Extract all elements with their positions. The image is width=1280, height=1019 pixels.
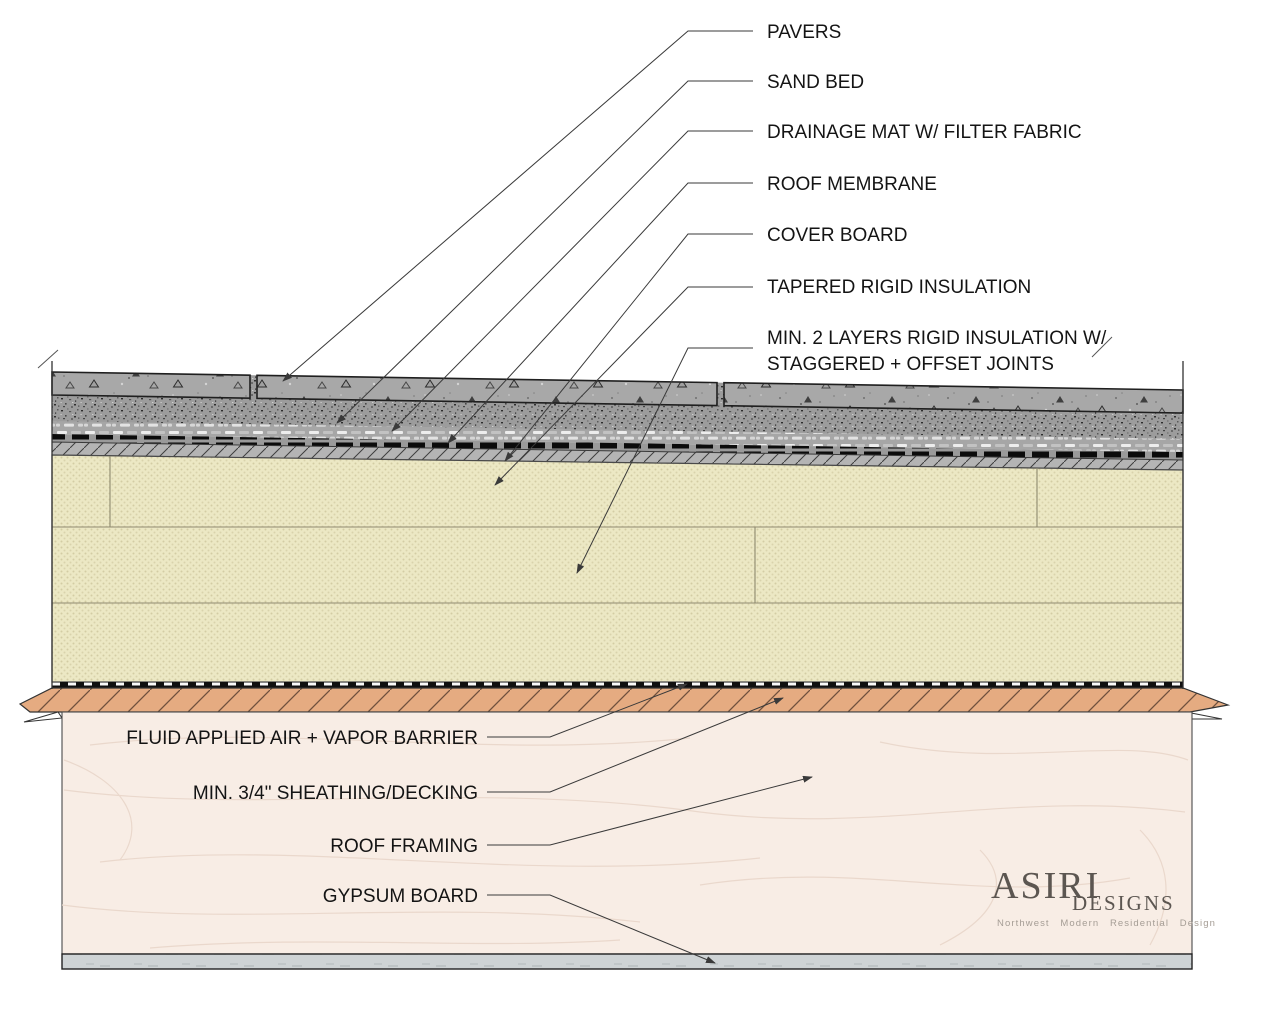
callout-leaders	[282, 30, 813, 964]
paver-unit-2	[256, 374, 718, 407]
pavers-label: PAVERS	[767, 22, 841, 43]
vapor-barrier-layer	[52, 682, 1183, 689]
logo-word-text: DESIGNS	[1072, 891, 1175, 915]
logo-tagline-text: Northwest Modern Residential Design	[997, 918, 1216, 929]
cover-board-leader-line	[504, 233, 753, 462]
wood-grain-lines	[61, 736, 1189, 949]
sand-bed-leader-line	[336, 80, 753, 424]
right-break-tick	[1091, 336, 1113, 358]
pavers-leader-line	[282, 30, 753, 382]
vapor-barrier-label: FLUID APPLIED AIR + VAPOR BARRIER	[126, 728, 478, 749]
sheathing-label: MIN. 3/4" SHEATHING/DECKING	[193, 783, 478, 804]
asiri-designs-logo: ASIRI DESIGNS Northwest Modern Residenti…	[991, 865, 1216, 929]
roof-membrane-leader-line	[447, 182, 753, 444]
gypsum-board-label: GYPSUM BOARD	[323, 886, 478, 907]
roof-membrane-label: ROOF MEMBRANE	[767, 174, 937, 195]
roof-layer-stack	[18, 336, 1231, 970]
paver-unit-1	[51, 371, 251, 400]
left-break-tick	[37, 349, 59, 369]
sheathing-leader-line	[487, 697, 784, 793]
sand-bed-label: SAND BED	[767, 72, 864, 93]
drainage-mat-leader-line	[391, 130, 753, 432]
tapered-insulation-label: TAPERED RIGID INSULATION	[767, 277, 1031, 298]
cover-board-label: COVER BOARD	[767, 225, 907, 246]
tapered-insulation-leader-line	[494, 286, 753, 486]
gypsum-board-layer	[61, 953, 1193, 970]
min-two-layers-label-line1: MIN. 2 LAYERS RIGID INSULATION W/	[767, 328, 1107, 349]
roof-framing-label: ROOF FRAMING	[330, 836, 478, 857]
sheathing-break-left	[23, 711, 63, 723]
drainage-mat-label: DRAINAGE MAT W/ FILTER FABRIC	[767, 122, 1082, 143]
logo-name-text: ASIRI	[991, 865, 1100, 907]
min-two-layers-leader-line	[576, 347, 753, 574]
vapor-barrier-leader-line	[487, 683, 688, 738]
gypsum-board-leader-line	[487, 894, 716, 964]
callout-labels: PAVERS SAND BED DRAINAGE MAT W/ FILTER F…	[126, 22, 1107, 907]
rigid-insulation-block	[51, 454, 1184, 683]
roof-framing-leader-line	[487, 775, 813, 846]
sand-bed-layer	[52, 395, 1183, 439]
roof-membrane-layer	[52, 434, 1183, 460]
min-two-layers-label-line2: STAGGERED + OFFSET JOINTS	[767, 354, 1054, 375]
drainage-mat-layer	[52, 421, 1183, 452]
